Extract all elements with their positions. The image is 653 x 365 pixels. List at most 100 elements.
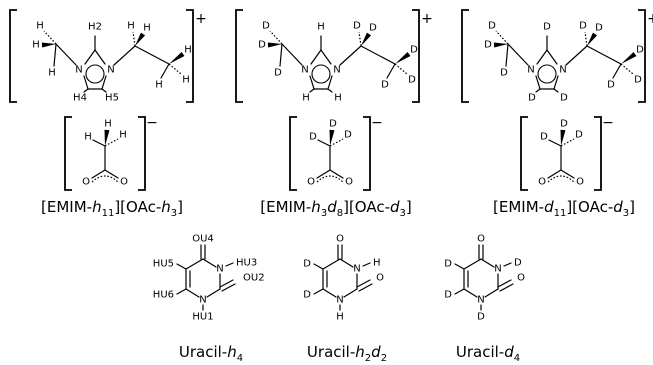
uracil-o4: O	[336, 234, 344, 245]
acetate-h: D	[540, 132, 548, 143]
bond	[202, 258, 217, 268]
caption-part: d	[390, 198, 400, 216]
carboxylate-delocalization	[91, 175, 119, 183]
bond	[101, 75, 107, 90]
c-h-bond	[386, 63, 396, 79]
ethyl-h: D	[607, 80, 615, 91]
h2-label: H	[317, 22, 325, 33]
acetate-h: H	[104, 119, 112, 130]
bond	[185, 288, 200, 298]
c-h-bond	[279, 43, 283, 67]
ethyl-h: D	[408, 75, 416, 86]
c-o-bond	[560, 169, 575, 179]
acetate-h: D	[560, 119, 568, 130]
uracil-n1: N	[336, 295, 343, 306]
caption-emim-h3d8: [EMIM-h3d8][OAc-d3]	[260, 198, 412, 219]
ethyl-h: D	[634, 75, 642, 86]
c-h-bond	[160, 63, 170, 79]
ethyl-h: D	[353, 21, 361, 32]
caption-uracil-d4: Uracil-d4	[456, 343, 520, 364]
methyl-h: H	[32, 40, 40, 51]
uracil-h3: D	[514, 258, 522, 269]
c-h-bond	[553, 88, 559, 93]
uracil-n1: N	[477, 295, 484, 306]
ethyl-cc-bond	[134, 45, 170, 65]
caption-part: ]	[406, 198, 412, 216]
uracil-n3: N	[216, 264, 223, 275]
ethyl-wedge	[169, 51, 185, 64]
anion-charge: −	[371, 115, 383, 131]
cation-charge: +	[647, 11, 653, 27]
c-o-bond	[547, 169, 562, 179]
ethyl-h: H	[155, 80, 163, 91]
uracil-h5: HU5	[153, 259, 174, 270]
anion-charge: −	[146, 115, 158, 131]
bond	[206, 288, 221, 298]
c-h-bond	[612, 63, 622, 79]
ethyl-wedge	[395, 51, 411, 64]
acetate-h: D	[575, 130, 583, 141]
acetate-h: D	[309, 132, 317, 143]
bond	[309, 75, 315, 90]
methyl-wedge	[41, 42, 56, 48]
methyl-h: D	[500, 68, 508, 79]
uracil-o2: OU2	[243, 273, 265, 284]
caption-part: ][OAc-	[343, 198, 390, 216]
bond	[322, 288, 337, 298]
c-o-bond	[91, 169, 106, 179]
dashed-bond	[168, 63, 182, 75]
ethyl-h: D	[381, 80, 389, 91]
h4-label: D	[528, 93, 536, 104]
n-methyl-bond	[55, 43, 77, 66]
anion-right-bracket	[363, 116, 371, 191]
c-h-bond	[327, 88, 333, 93]
bond	[84, 49, 96, 65]
acetate-o: O	[82, 177, 90, 188]
caption-part: 11	[554, 208, 567, 219]
acetate-o: O	[538, 177, 546, 188]
c-o-bond	[104, 169, 119, 179]
bond	[536, 49, 548, 65]
caption-part: h	[92, 198, 102, 216]
uracil-o2: O	[376, 273, 384, 284]
c-h-bond	[548, 139, 562, 147]
aromatic-circle	[85, 64, 105, 84]
methyl-h: D	[258, 40, 266, 51]
dashed-bond	[269, 30, 283, 45]
c-h-bond	[313, 263, 324, 270]
cation-charge: +	[195, 11, 207, 27]
h5-label: D	[560, 93, 568, 104]
carbonyl-bond	[356, 279, 371, 288]
bond	[553, 75, 559, 90]
cation-right-bracket	[638, 9, 646, 103]
methyl-h: D	[488, 21, 496, 32]
ethyl-h: D	[595, 23, 603, 34]
caption-part: ]	[629, 198, 635, 216]
bond	[484, 288, 499, 298]
bond	[322, 258, 341, 270]
n-ethyl-bond	[339, 45, 362, 66]
dashed-bond	[329, 138, 344, 147]
ethyl-wedge	[361, 32, 372, 46]
acetate-o: O	[120, 177, 128, 188]
aromatic-circle	[537, 64, 557, 84]
carboxylate-delocalization	[547, 175, 575, 183]
bond	[327, 75, 333, 90]
n-h-bond	[362, 262, 371, 267]
carbonyl-bond	[497, 279, 512, 288]
c-h-bond	[92, 139, 106, 147]
caption-emim-d11: [EMIM-d11][OAc-d3]	[493, 198, 635, 219]
ring-n3: N	[559, 65, 566, 76]
n-ethyl-bond	[113, 45, 136, 66]
dashed-bond	[584, 31, 588, 47]
ethyl-h: H	[184, 45, 192, 56]
uracil-n1: N	[199, 295, 206, 306]
caption-part: d	[544, 198, 554, 216]
caption-part: Uracil-	[179, 343, 227, 361]
uracil-h1: HU1	[192, 312, 213, 323]
